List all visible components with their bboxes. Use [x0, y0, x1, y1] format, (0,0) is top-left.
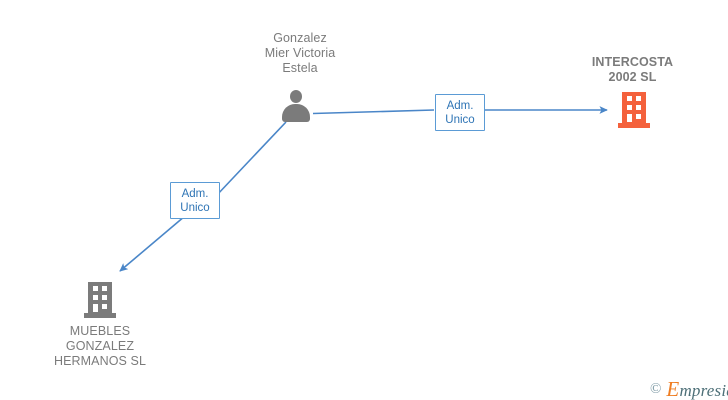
building-window [93, 286, 98, 291]
edge-label-adm-unico-intercosta[interactable]: Adm. Unico [435, 94, 485, 131]
building-window [636, 105, 641, 110]
empresia-watermark: © Empresia [650, 377, 728, 400]
building-tower [88, 282, 112, 313]
company-label-intercosta-2002-sl: INTERCOSTA 2002 SL [591, 55, 674, 84]
company-label-muebles-gonzalez-hermanos-sl: MUEBLES GONZALEZ HERMANOS SL [53, 324, 147, 368]
building-window [636, 96, 641, 101]
building-window [627, 96, 632, 101]
building-window [636, 114, 641, 119]
edge-label-adm-unico-muebles[interactable]: Adm. Unico [170, 182, 220, 219]
edge-line-person-to-box-right [312, 109, 435, 115]
building-window [93, 295, 98, 300]
building-icon-intercosta[interactable] [618, 92, 650, 128]
building-window [627, 105, 632, 110]
building-door [627, 114, 632, 122]
person-body-icon [282, 104, 310, 122]
empresia-brand-initial: E [666, 377, 680, 400]
building-base [618, 123, 650, 128]
person-head-icon [290, 90, 302, 103]
building-window [102, 295, 107, 300]
building-tower [622, 92, 646, 123]
building-window [102, 304, 107, 309]
empresia-brand-rest: mpresia [679, 381, 728, 400]
edge-line-box-left-to-muebles [119, 215, 186, 272]
copyright-icon: © [650, 381, 662, 397]
building-window [102, 286, 107, 291]
edge-line-person-to-box-left [215, 121, 287, 197]
building-base [84, 313, 116, 318]
person-label-gonzalez-mier-victoria-estela: Gonzalez Mier Victoria Estela [264, 31, 336, 75]
building-icon-muebles[interactable] [84, 282, 116, 318]
building-door [93, 304, 98, 312]
person-icon[interactable] [281, 90, 311, 122]
empresia-brand-text: Empresia [666, 377, 728, 400]
